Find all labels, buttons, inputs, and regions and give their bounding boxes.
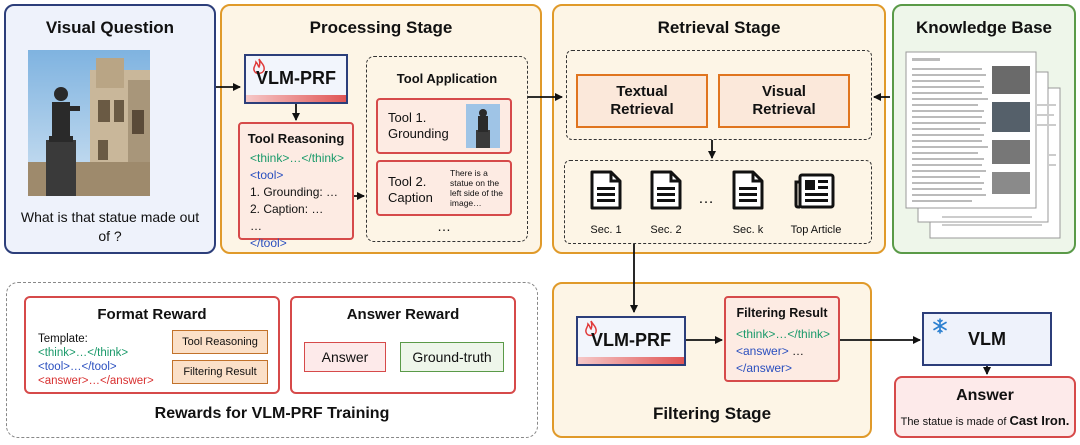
doc-icon [649,170,683,210]
textual-retrieval-box: Textual Retrieval [576,74,708,128]
think-tag: <think>…</think> [250,151,345,165]
tool-application-box: Tool Application [366,56,528,242]
answer-reward-box: Answer Reward Answer Ground-truth [290,296,516,394]
filter-answer-dots: … [792,344,805,358]
tool2-box: Tool 2. Caption There is a statue on the… [376,160,512,216]
caption-output: There is a statue on the left side of th… [450,168,503,208]
doc-icon [589,170,623,210]
vlm-prf-filter-bar [578,357,684,364]
textual-retrieval-label: Textual Retrieval [610,83,674,118]
tool1-box: Tool 1. Grounding [376,98,512,154]
tool-reasoning-box: Tool Reasoning <think>…</think> <tool> 1… [238,122,354,250]
vlm-prf-box: VLM-PRF [244,54,348,104]
retrieved-docs-box [564,160,872,244]
vlm-prf-label: VLM-PRF [256,68,336,88]
visual-question-title: Visual Question [45,18,175,37]
doc-icon [731,170,765,210]
answer-chip-label: Answer [321,349,369,365]
rewards-title: Rewards for VLM-PRF Training [154,405,390,422]
visual-question-panel: Visual Question What is that s [4,4,216,254]
vlm-prf-bar [246,95,346,102]
answer-box: Answer The statue is made of Cast Iron. [894,376,1076,438]
filter-answer-open: <answer> [736,344,789,358]
statue-photo [28,50,150,196]
tool-reasoning-title: Tool Reasoning [247,131,345,146]
knowledge-base-title: Knowledge Base [915,18,1053,37]
flame-icon [584,320,598,338]
tag-tool-reasoning-label: Tool Reasoning [182,336,258,348]
filtering-result-box: Filtering Result <think>…</think> <answe… [724,296,840,382]
grounding-crop-image [466,104,500,148]
wiki-pages-icon [902,44,1064,242]
doc-label-2: Sec. 2 [650,224,682,236]
tool-application-title: Tool Application [396,71,498,86]
visual-retrieval-box: Visual Retrieval [718,74,850,128]
doc-ellipsis: … [698,190,714,207]
caption-line: 2. Caption: … [250,202,324,216]
format-reward-title: Format Reward [97,306,207,323]
format-reward-box: Format Reward Template: <think>…</think>… [24,296,280,394]
flame-icon [252,58,266,76]
vlm-prf-filter-box: VLM-PRF [576,316,686,366]
vlm-prf-filter-label: VLM-PRF [591,330,671,350]
doc-label-top-article: Top Article [790,224,842,236]
retrieval-methods-box [566,50,872,140]
template-tool: <tool>…</tool> [38,361,117,373]
visual-retrieval-label: Visual Retrieval [752,83,816,118]
filtering-stage-title: Filtering Stage [652,404,772,423]
filter-think-tag: <think>…</think> [736,327,831,341]
answer-value: Cast Iron. [1009,413,1070,428]
tool-more-ellipsis: … [437,218,451,234]
tag-filtering-result-label: Filtering Result [183,366,257,378]
answer-reward-title: Answer Reward [346,306,460,323]
retrieval-stage-title: Retrieval Stage [657,18,781,37]
ground-truth-chip: Ground-truth [400,342,504,372]
processing-stage-title: Processing Stage [309,18,453,37]
rewards-panel: Rewards for VLM-PRF Training [6,282,538,438]
template-label: Template: [38,333,88,345]
snowflake-icon [932,318,948,334]
grounding-line: 1. Grounding: … [250,185,339,199]
doc-label-1: Sec. 1 [590,224,622,236]
tag-tool-reasoning: Tool Reasoning [172,330,268,354]
tool1-label: Tool 1. Grounding [388,110,449,141]
vlm-label: VLM [968,329,1006,349]
answer-chip: Answer [304,342,386,372]
ground-truth-chip-label: Ground-truth [412,349,492,365]
reasoning-ellipsis: … [250,219,262,233]
filter-answer-close: </answer> [736,361,793,375]
filtering-result-title: Filtering Result [736,306,828,320]
retrieval-stage-panel: Retrieval Stage [552,4,886,254]
question-text: What is that statue made out of ? [20,209,200,244]
answer-prefix: The statue is made of [900,416,1010,428]
tag-filtering-result: Filtering Result [172,360,268,384]
newspaper-icon [794,172,836,210]
answer-title: Answer [956,387,1014,404]
template-answer: <answer>…</answer> [38,375,154,387]
doc-label-k: Sec. k [732,224,764,236]
vlm-box: VLM [922,312,1052,366]
tool-open-tag: <tool> [250,168,284,182]
tool2-label: Tool 2. Caption [388,174,433,205]
tool-close-tag: </tool> [250,236,287,250]
template-think: <think>…</think> [38,347,129,359]
